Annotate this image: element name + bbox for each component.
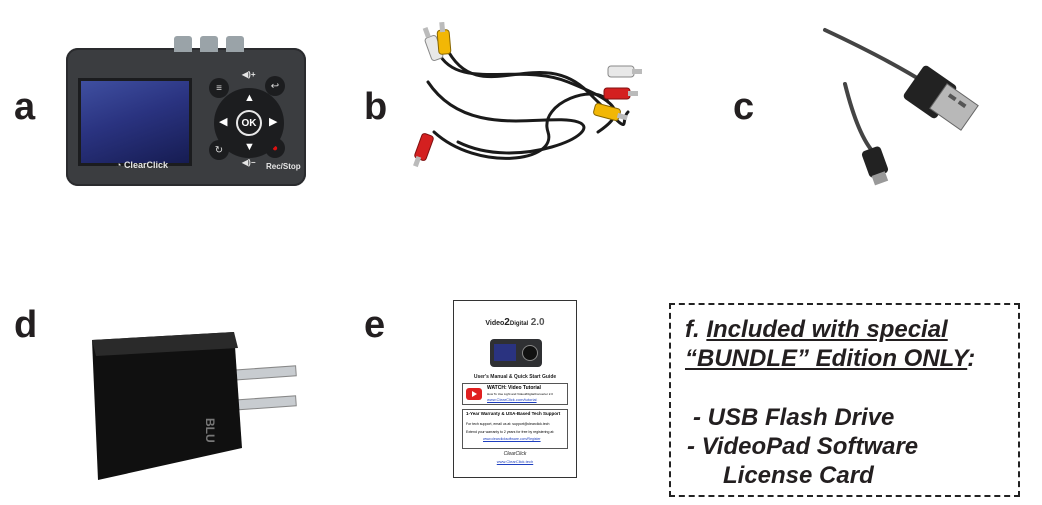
right-arrow-icon: ▶ (269, 116, 278, 128)
manual-warranty-box: 1-Year Warranty & USA-Based Tech Support… (462, 409, 568, 449)
rca-plug-icon (413, 133, 434, 168)
label-b: b (364, 86, 388, 128)
rca-plug-icon (436, 22, 452, 55)
bundle-heading-line2: “BUNDLE” Edition ONLY: (685, 345, 976, 372)
micro-usb-plug-icon (861, 146, 889, 186)
bundle-label: f. (685, 316, 700, 343)
rca-plug-icon (422, 26, 444, 61)
rca-plug-icon (607, 65, 642, 78)
bundle-item-videopad: - VideoPad Software (687, 433, 919, 460)
manual-guide-title: User's Manual & Quick Start Guide (473, 374, 557, 380)
rca-cables-image (413, 22, 642, 168)
dpad-icon: ▲ ▼ ◀ ▶ OK (214, 88, 284, 158)
label-d: d (14, 304, 38, 346)
usb-cable-image (823, 28, 979, 186)
manual-footer-logo: ClearClick (503, 451, 527, 457)
left-arrow-icon: ◀ (219, 116, 228, 128)
manual-video-box: WATCH: Video Tutorial How To Use Light a… (462, 383, 568, 405)
rca-port-icon (226, 36, 244, 52)
device-screen (78, 78, 192, 166)
usb-a-plug-icon (903, 65, 979, 131)
back-button-icon: ↩ (265, 76, 285, 96)
volume-up-label: ◀)+ (242, 70, 256, 79)
manual-footer-link[interactable]: www.ClearClick.tech (496, 459, 534, 464)
adapter-brand-label: BLU (203, 418, 217, 443)
warranty-heading: 1-Year Warranty & USA-Based Tech Support (466, 411, 561, 416)
up-arrow-icon: ▲ (244, 92, 255, 104)
bundle-item-usb: - USB Flash Drive (693, 404, 895, 431)
youtube-icon (466, 388, 482, 400)
manual-device-image (490, 339, 542, 367)
label-a: a (14, 86, 36, 128)
power-adapter-image: BLU (92, 332, 297, 480)
register-line: Extend your warranty to 2 years for free… (466, 430, 555, 434)
ok-button-icon: OK (236, 110, 262, 136)
rca-plug-icon (603, 87, 638, 100)
plug-prong-icon (233, 365, 297, 411)
video-capture-device-image: ◔ ClearClick ≡ ↩ ↻ ● ◀)+ ◀)− Rec/Stop ▲ … (66, 36, 306, 186)
down-arrow-icon: ▼ (244, 141, 255, 153)
device-logo: ◔ ClearClick (116, 160, 168, 170)
bundle-heading-line1: f. Included with special (685, 318, 948, 342)
logo-mark-icon: ◔ (116, 160, 124, 170)
rec-stop-label: Rec/Stop (266, 162, 301, 171)
rca-port-icon (200, 36, 218, 52)
manual-title: Video2Digital 2.0 (485, 317, 545, 328)
bundle-box: f. Included with special “BUNDLE” Editio… (669, 303, 1020, 497)
user-manual-image: Video2Digital 2.0 User's Manual & Quick … (453, 300, 577, 478)
register-link[interactable]: www.clearclicksoftware.com/Register (483, 437, 541, 441)
menu-button-icon: ≡ (209, 78, 229, 98)
label-e: e (364, 304, 386, 346)
video-tutorial-sub: How To Use Light and Video2DigitalConver… (487, 392, 553, 396)
rca-port-icon (174, 36, 192, 52)
video-tutorial-heading: WATCH: Video Tutorial (487, 385, 541, 391)
bundle-line1: Included with special (706, 316, 948, 343)
bundle-line2: “BUNDLE” Edition ONLY (685, 345, 968, 372)
volume-down-label: ◀)− (242, 158, 256, 167)
rca-plug-icon (593, 103, 628, 121)
label-c: c (733, 86, 755, 128)
support-line: For tech support, email us at: support@c… (466, 422, 550, 426)
video-tutorial-link[interactable]: www.ClearClick.com/tutorial (487, 397, 537, 402)
bundle-item-license: License Card (723, 462, 874, 489)
